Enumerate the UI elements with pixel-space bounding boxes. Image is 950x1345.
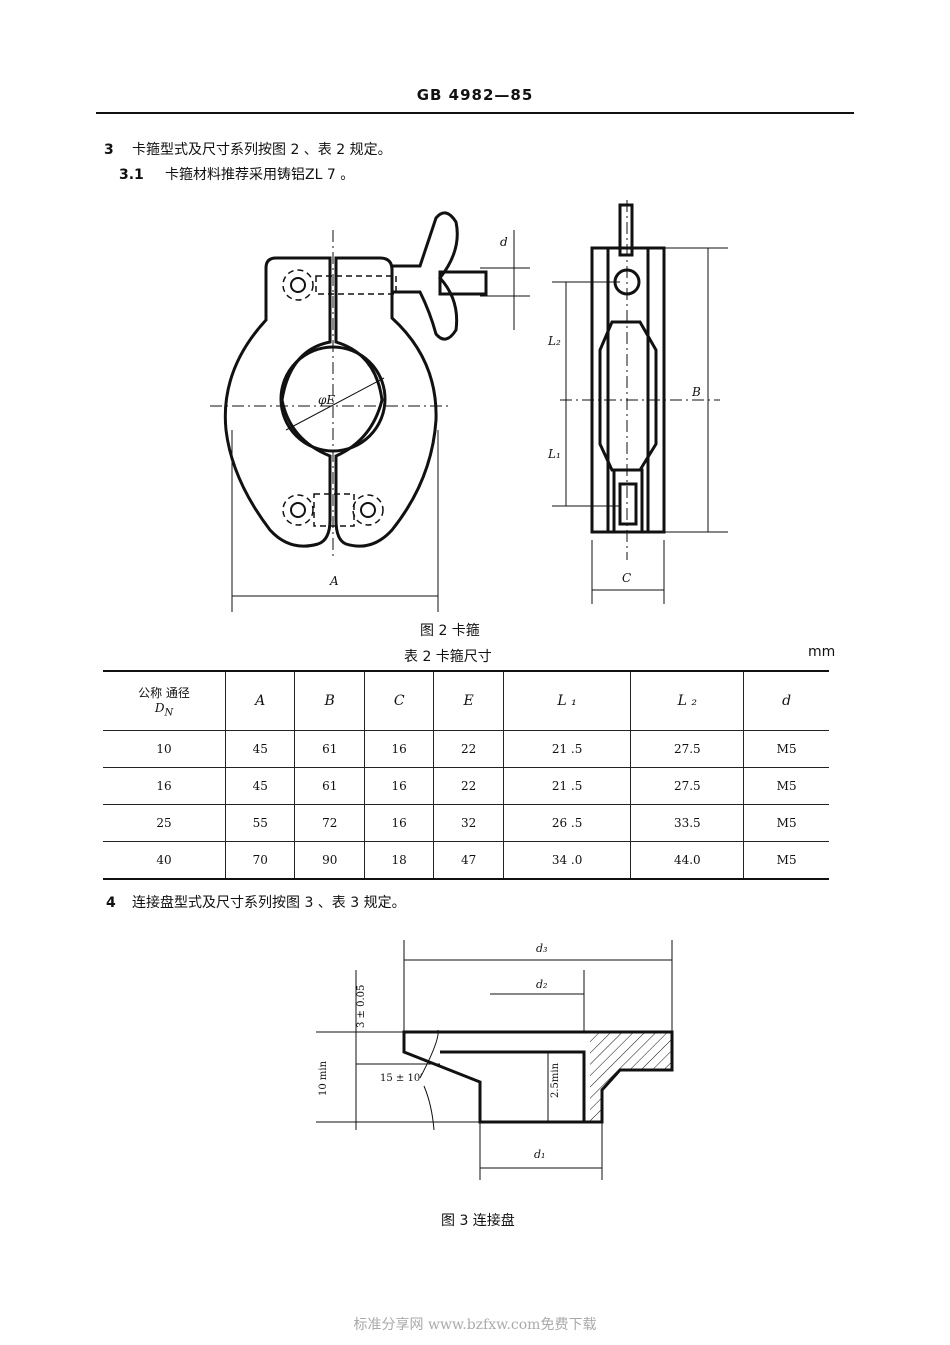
label-d1: d₁ bbox=[534, 1148, 545, 1161]
cell: 16 bbox=[363, 804, 435, 842]
cell: M5 bbox=[743, 767, 829, 805]
label-B: B bbox=[691, 385, 701, 399]
table-header-row: 公称 通径 DN A B C E L ₁ L ₂ d bbox=[103, 670, 829, 731]
figure-3-flange-drawing: d₃ d₂ d₁ 3 ± 0.05 10 min 15 ± 10′ 2.5min bbox=[316, 940, 674, 1180]
section-4: 4 连接盘型式及尺寸系列按图 3 、表 3 规定。 bbox=[106, 892, 406, 912]
label-2-5min: 2.5min bbox=[550, 1062, 561, 1098]
label-angle: 15 ± 10′ bbox=[380, 1073, 423, 1084]
cell: 22 bbox=[433, 730, 504, 768]
header-first-sub: N bbox=[164, 707, 174, 719]
header-A: A bbox=[224, 670, 296, 731]
header-L1: L ₁ bbox=[502, 670, 632, 731]
table-2-title: 表 2 卡箍尺寸 bbox=[404, 649, 492, 665]
cell: 55 bbox=[224, 804, 296, 842]
cell: 25 bbox=[103, 804, 226, 842]
cell: 18 bbox=[363, 841, 435, 880]
section-3-number: 3 bbox=[104, 142, 114, 158]
label-d2: d₂ bbox=[536, 978, 547, 991]
cell: 27.5 bbox=[630, 767, 745, 805]
side-view-body bbox=[590, 246, 666, 534]
cell: 16 bbox=[103, 767, 226, 805]
label-d: d bbox=[500, 235, 508, 249]
cell: M5 bbox=[743, 730, 829, 768]
label-phiE: φE bbox=[318, 393, 335, 407]
cell: 61 bbox=[294, 730, 365, 768]
cell: 10 bbox=[103, 730, 226, 768]
watermark: 标准分享网 www.bzfxw.com免费下载 bbox=[353, 1317, 597, 1333]
cell: 33.5 bbox=[630, 804, 745, 842]
cell: 90 bbox=[294, 841, 365, 880]
label-A: A bbox=[329, 574, 339, 588]
header-E: E bbox=[433, 670, 504, 731]
cell: 21 .5 bbox=[502, 730, 632, 768]
header-B: B bbox=[294, 670, 365, 731]
wing-nut bbox=[390, 211, 459, 341]
cell: 72 bbox=[294, 804, 365, 842]
section-3-1-number: 3.1 bbox=[119, 167, 144, 183]
cell: 45 bbox=[224, 767, 296, 805]
cell: 32 bbox=[433, 804, 504, 842]
cell: 47 bbox=[433, 841, 504, 880]
cell: M5 bbox=[743, 804, 829, 842]
figure-2-caption: 图 2 卡箍 bbox=[420, 623, 480, 639]
label-d3: d₃ bbox=[536, 942, 547, 955]
header-C: C bbox=[363, 670, 435, 731]
bolt-shaft bbox=[438, 270, 488, 296]
label-L2: L₂ bbox=[547, 334, 561, 348]
header-d: d bbox=[743, 670, 829, 731]
side-view-pin bbox=[618, 482, 638, 526]
table-2-unit: mm bbox=[808, 644, 836, 660]
header-nominal-diameter: 公称 通径 DN bbox=[103, 670, 226, 731]
figure-2-clamp-drawing: φE A d L₂ L₁ B C bbox=[210, 200, 728, 612]
section-4-text: 连接盘型式及尺寸系列按图 3 、表 3 规定。 bbox=[132, 895, 406, 911]
cell: 34 .0 bbox=[502, 841, 632, 880]
header-L2: L ₂ bbox=[630, 670, 745, 731]
header-first-line1: 公称 通径 bbox=[138, 685, 190, 700]
cell: 22 bbox=[433, 767, 504, 805]
cell: 40 bbox=[103, 841, 226, 880]
label-L1: L₁ bbox=[547, 447, 561, 461]
clamp-right-half bbox=[334, 256, 438, 548]
label-C: C bbox=[622, 571, 631, 585]
figure-3-caption: 图 3 连接盘 bbox=[441, 1213, 515, 1229]
section-4-number: 4 bbox=[106, 895, 116, 911]
cell: 16 bbox=[363, 730, 435, 768]
cell: 44.0 bbox=[630, 841, 745, 880]
cell: 45 bbox=[224, 730, 296, 768]
section-3-1-text: 卡箍材料推荐采用铸铝ZL 7 。 bbox=[165, 167, 355, 183]
section-3: 3 卡箍型式及尺寸系列按图 2 、表 2 规定。 bbox=[104, 139, 392, 159]
cell: 27.5 bbox=[630, 730, 745, 768]
section-3-1: 3.1 卡箍材料推荐采用铸铝ZL 7 。 bbox=[119, 164, 354, 184]
label-10min: 10 min bbox=[318, 1060, 329, 1096]
cell: 70 bbox=[224, 841, 296, 880]
header-first-line2: D bbox=[154, 700, 165, 715]
cell: 26 .5 bbox=[502, 804, 632, 842]
cell: 21 .5 bbox=[502, 767, 632, 805]
label-tolerance: 3 ± 0.05 bbox=[356, 985, 367, 1028]
cell: 61 bbox=[294, 767, 365, 805]
cell: M5 bbox=[743, 841, 829, 880]
cell: 16 bbox=[363, 767, 435, 805]
standard-header: GB 4982—85 bbox=[416, 86, 534, 104]
section-3-text: 卡箍型式及尺寸系列按图 2 、表 2 规定。 bbox=[132, 142, 392, 158]
flange-hatch bbox=[590, 1032, 672, 1122]
header-rule bbox=[96, 112, 854, 114]
